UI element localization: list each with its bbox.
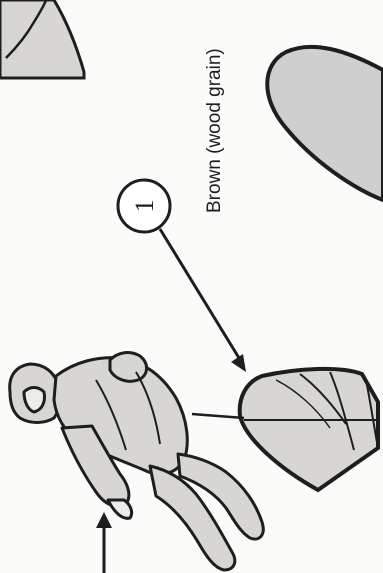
parachutist-figure: [10, 353, 264, 570]
suspension-line: [192, 414, 244, 418]
oval-panel: [267, 47, 383, 200]
top-left-panel: [0, 0, 84, 78]
callout-leader-arrow: [160, 229, 246, 372]
numbered-circle-icon: 1: [118, 180, 170, 232]
callout-number: 1: [130, 200, 159, 213]
material-label: Brown (wood grain): [204, 48, 225, 213]
parachute-canopy: [240, 369, 378, 490]
bottom-pointer-arrow: [96, 512, 112, 573]
material-label-text: Brown (wood grain): [204, 48, 225, 213]
